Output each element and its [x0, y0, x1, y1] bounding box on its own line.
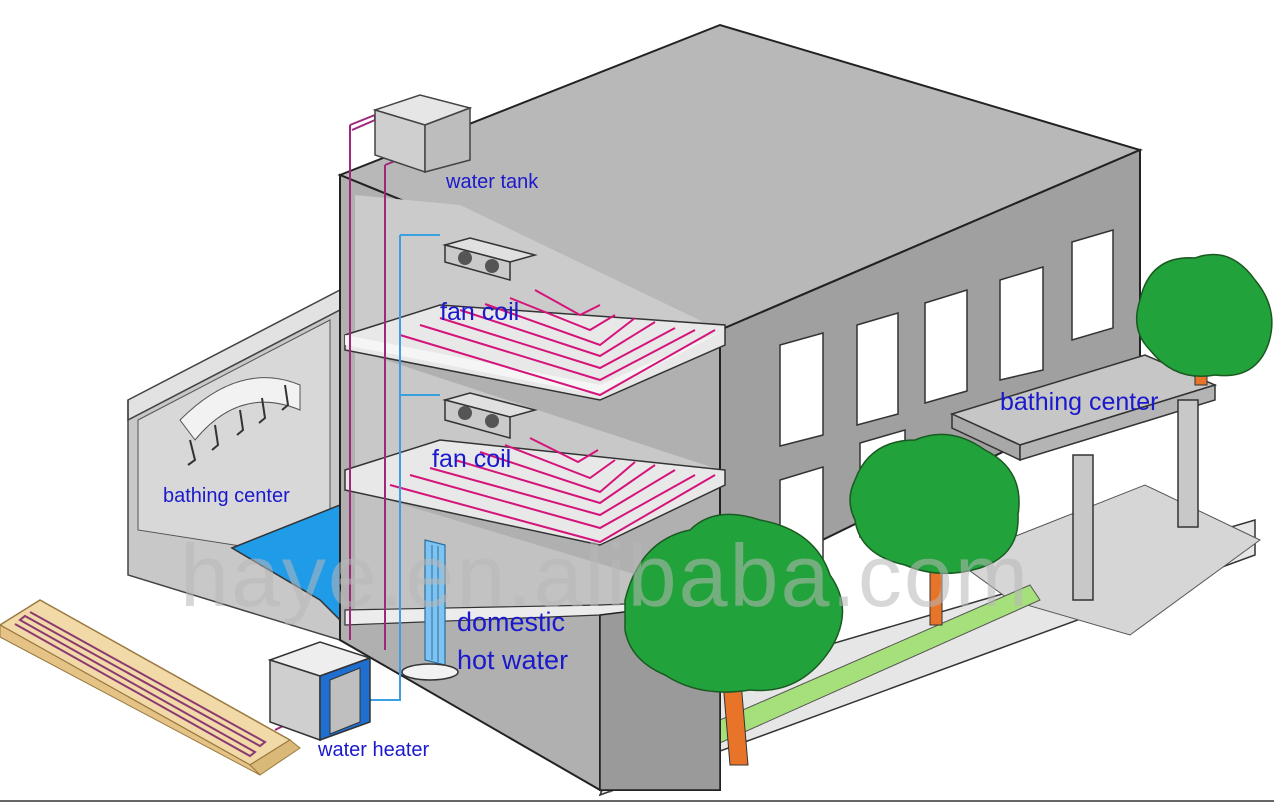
- shower-fixture: [401, 539, 459, 681]
- water-tank: [372, 94, 473, 174]
- fan-coil-unit-upper: [442, 237, 538, 281]
- tree-middle: [849, 433, 1020, 626]
- water-heater: [267, 641, 373, 742]
- facade-windows: [779, 228, 1114, 583]
- label-bathing-center-left: bathing center: [163, 485, 290, 507]
- watermark: haye.en.alibaba.com: [180, 526, 1031, 625]
- label-domestic-line1: domestic: [457, 607, 566, 637]
- label-domestic-hot-water: domestic hot water: [457, 604, 568, 680]
- tree-right: [1135, 253, 1273, 386]
- label-domestic-line2: hot water: [457, 644, 569, 675]
- ground-collector: [0, 599, 301, 776]
- floor-heating-upper: [399, 289, 716, 397]
- label-fan-coil-lower: fan coil: [432, 445, 512, 473]
- label-fan-coil-upper: fan coil: [440, 298, 520, 326]
- pool-annex: [127, 288, 346, 642]
- label-water-heater: water heater: [318, 739, 430, 761]
- label-water-tank: water tank: [446, 171, 539, 193]
- floor-heating-middle: [389, 437, 716, 544]
- label-bathing-center-right: bathing center: [1000, 388, 1159, 416]
- pipework: [274, 113, 440, 731]
- pavilion: [949, 354, 1218, 601]
- tree-front: [624, 513, 844, 766]
- fan-coil-unit-lower: [442, 392, 538, 439]
